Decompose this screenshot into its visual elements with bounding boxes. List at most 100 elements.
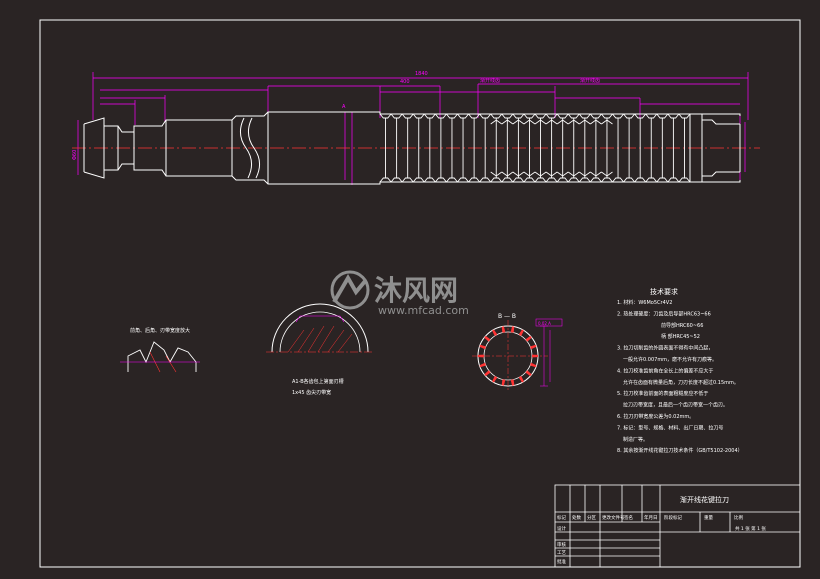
tb-weight: 重量 bbox=[704, 514, 713, 521]
tooth-top bbox=[501, 113, 514, 119]
tooth-top bbox=[590, 113, 602, 119]
tech-req-item: 1. 材料：W6Mo5Cr4V2 bbox=[617, 299, 672, 306]
tooth-detail-view: 前角、后角、刃带宽度放大 bbox=[120, 327, 200, 373]
spline-tooth-profile bbox=[601, 119, 613, 177]
tooth-bottom bbox=[501, 177, 514, 183]
tooth-bottom bbox=[379, 177, 392, 183]
tooth-bottom bbox=[556, 177, 569, 183]
tooth-bottom bbox=[479, 177, 492, 183]
spline-tooth bbox=[492, 329, 498, 336]
tb-side-review: 审核 bbox=[557, 541, 566, 548]
spline-tooth bbox=[525, 335, 532, 342]
tooth-top bbox=[401, 113, 414, 119]
tooth-bottom bbox=[656, 177, 669, 183]
dim-text-tooth-2: 渐开线齿 bbox=[580, 77, 600, 84]
section-a-caption: A1-B各齿包上第面刃槽 bbox=[292, 378, 344, 385]
spline-tooth bbox=[484, 335, 491, 342]
watermark-brand: 沐风网 bbox=[374, 274, 458, 307]
tech-req-item: 6. 拉刀刃带宽度公差为0.02mm。 bbox=[617, 413, 694, 420]
section-bb-view: B — B 0.02 A bbox=[472, 313, 563, 392]
spline-tooth-profile bbox=[523, 119, 536, 177]
tooth-bottom bbox=[512, 177, 525, 183]
spline-tooth bbox=[492, 376, 498, 383]
section-bb-label: B — B bbox=[498, 313, 516, 320]
spline-tooth-profile bbox=[501, 119, 514, 177]
tooth-top bbox=[645, 113, 658, 119]
tooth-bottom bbox=[678, 177, 691, 183]
tooth-top bbox=[412, 113, 425, 119]
tooth-bottom bbox=[490, 177, 503, 183]
spline-tooth-profile bbox=[579, 119, 591, 177]
tb-label-count: 处数 bbox=[572, 514, 581, 521]
tech-req-title: 技术要求 bbox=[650, 287, 678, 296]
tooth-bottom bbox=[457, 177, 469, 183]
tooth-bottom bbox=[567, 177, 580, 183]
drawing-title: 渐开线花键拉刀 bbox=[680, 495, 729, 504]
tb-stage: 阶段标记 bbox=[664, 514, 682, 521]
section-marker-a: A bbox=[342, 104, 346, 110]
tooth-bottom bbox=[423, 177, 436, 183]
tooth-bottom bbox=[634, 177, 647, 183]
tooth-bottom bbox=[545, 177, 558, 183]
tooth-top bbox=[545, 113, 558, 119]
tooth-top bbox=[379, 113, 392, 119]
overall-length-dim: 1840 bbox=[415, 71, 428, 77]
tech-req-item: 允许在齿面有微量后角，刀刃长度不超过0.15mm。 bbox=[623, 379, 739, 386]
spline-tooth-profile bbox=[545, 119, 558, 177]
watermark: 沐风网 www.mfcad.com bbox=[330, 270, 469, 317]
dimension-lines bbox=[77, 72, 749, 185]
tb-label-change: 更改文件号 bbox=[602, 514, 625, 521]
tooth-top bbox=[612, 113, 624, 119]
spline-tooth bbox=[501, 379, 506, 386]
main-view: 1840 400 渐开线齿 渐开线齿 Φ60 A bbox=[72, 71, 760, 185]
dim-text-tooth-1: 渐开线齿 bbox=[480, 77, 500, 84]
tooth-top bbox=[678, 113, 691, 119]
technical-requirements: 技术要求 1. 材料：W6Mo5Cr4V2 2. 热处理硬度：刀齿及后导部HRC6… bbox=[617, 287, 743, 454]
tb-scale: 比例 bbox=[734, 514, 743, 521]
dim-text-400: 400 bbox=[400, 79, 410, 85]
tb-label-date: 年月日 bbox=[644, 514, 658, 521]
tooth-top bbox=[667, 113, 680, 119]
tb-side-process: 工艺 bbox=[557, 550, 566, 556]
tb-label-zone: 分区 bbox=[587, 514, 596, 521]
spline-tooth bbox=[518, 329, 524, 336]
broach-outline bbox=[83, 111, 741, 185]
tooth-bottom bbox=[578, 177, 591, 183]
tooth-top bbox=[423, 113, 436, 119]
tooth-bottom bbox=[446, 177, 458, 183]
tooth-top bbox=[446, 113, 458, 119]
tooth-top bbox=[457, 113, 469, 119]
tooth-bottom bbox=[667, 177, 680, 183]
tooth-top bbox=[390, 113, 403, 119]
spline-tooth bbox=[484, 370, 491, 377]
tech-req-item: 2. 热处理硬度：刀齿及后导部HRC63~66 bbox=[617, 310, 711, 317]
spline-tooth bbox=[479, 362, 486, 368]
tooth-bottom bbox=[623, 177, 635, 183]
spline-tooth bbox=[501, 326, 506, 333]
section-a-caption-2: 1x45 齿尖刃带宽 bbox=[292, 389, 331, 396]
tooth-top bbox=[556, 113, 569, 119]
spline-tooth-profile bbox=[590, 119, 602, 177]
tooth-bottom bbox=[523, 177, 536, 183]
spline-tooth bbox=[530, 344, 537, 350]
spline-tooth bbox=[510, 326, 515, 333]
tooth-top bbox=[601, 113, 613, 119]
spline-tooth-profile bbox=[534, 119, 547, 177]
tooth-bottom bbox=[601, 177, 613, 183]
spline-tooth bbox=[525, 370, 532, 377]
tooth-top bbox=[534, 113, 547, 119]
tooth-top bbox=[490, 113, 503, 119]
spline-tooth bbox=[479, 344, 486, 350]
tooth-bottom bbox=[401, 177, 414, 183]
tooth-top bbox=[479, 113, 492, 119]
tooth-top bbox=[523, 113, 536, 119]
tb-label-sign: 签名 bbox=[624, 514, 633, 521]
spline-tooth bbox=[510, 379, 515, 386]
tooth-top bbox=[656, 113, 669, 119]
tech-req-item: 制造厂等。 bbox=[623, 436, 648, 443]
tech-req-item: 柄 部HRC45~52 bbox=[661, 333, 700, 340]
spline-tooth-profile bbox=[512, 119, 525, 177]
spline-tooth-profile bbox=[567, 119, 580, 177]
